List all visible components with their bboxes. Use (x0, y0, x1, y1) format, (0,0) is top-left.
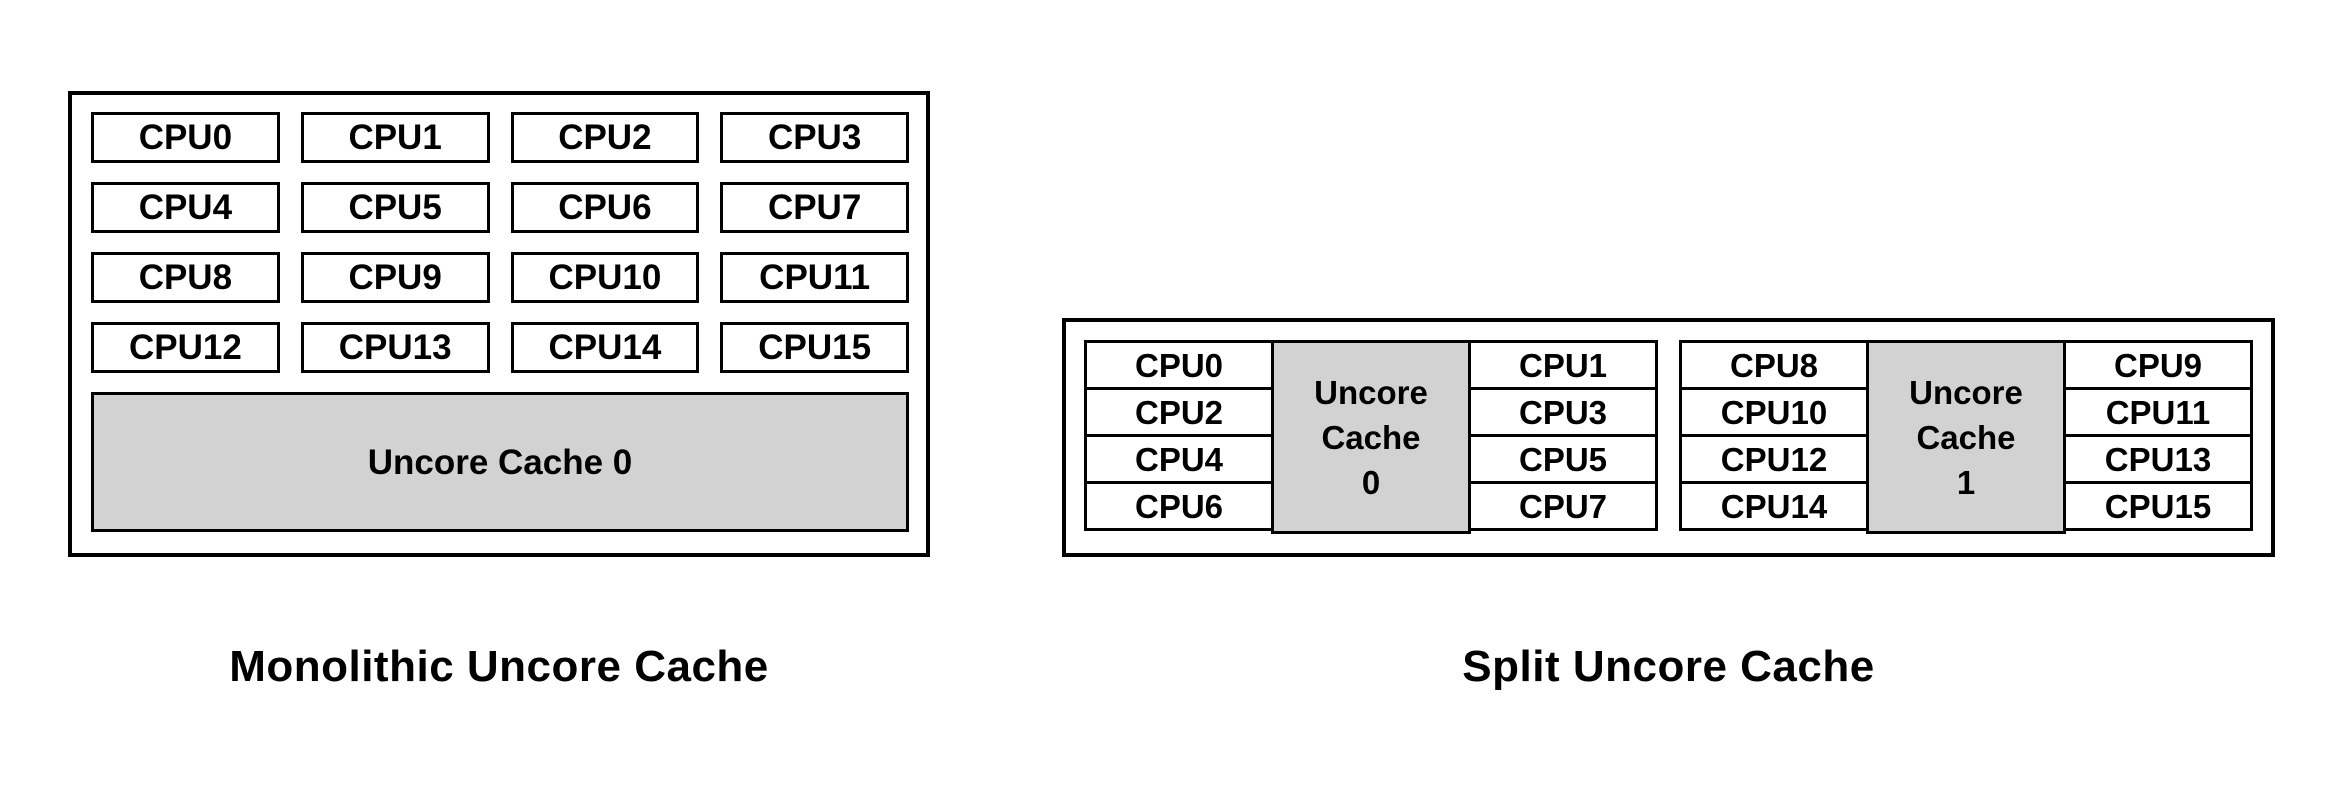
cpu-box: CPU8 (1679, 340, 1869, 390)
cpu-box: CPU0 (91, 112, 280, 163)
split-uncore-cache-1-label-line: Cache (1916, 418, 2016, 456)
monolithic-diagram-title: Monolithic Uncore Cache (229, 642, 769, 691)
split-diagram-title: Split Uncore Cache (1462, 642, 1875, 691)
cpu-box: CPU2 (1084, 387, 1274, 437)
cpu-box: CPU11 (2063, 387, 2253, 437)
cpu-box: CPU1 (300, 112, 490, 163)
cpu-box: CPU6 (1084, 481, 1274, 531)
cpu-box: CPU10 (1679, 387, 1869, 437)
cpu-box: CPU12 (1679, 434, 1869, 484)
split-uncore-cache-0-label-line: Uncore (1314, 373, 1428, 411)
cpu-box: CPU9 (300, 252, 490, 303)
split-uncore-cache-0-label-line: 0 (1361, 463, 1381, 501)
cpu-box: CPU13 (300, 322, 490, 373)
cpu-box: CPU10 (510, 252, 700, 303)
cpu-box: CPU14 (1679, 481, 1869, 531)
cpu-box: CPU5 (1468, 434, 1658, 484)
cpu-box: CPU12 (91, 322, 280, 373)
split-uncore-cache-1-label-line: 1 (1956, 463, 1976, 501)
cpu-box: CPU7 (1468, 481, 1658, 531)
cpu-box: CPU11 (720, 252, 909, 303)
cpu-box: CPU14 (510, 322, 700, 373)
cpu-box: CPU4 (1084, 434, 1274, 484)
cpu-box: CPU2 (510, 112, 700, 163)
split-uncore-cache-1-label-line: Uncore (1909, 373, 2023, 411)
monolithic-uncore-cache-label: Uncore Cache 0 (367, 442, 633, 482)
cpu-box: CPU4 (91, 182, 280, 233)
cpu-box: CPU8 (91, 252, 280, 303)
monolithic-uncore-cache-box: Uncore Cache 0 (91, 392, 909, 532)
cpu-box: CPU15 (720, 322, 909, 373)
cpu-box: CPU15 (2063, 481, 2253, 531)
cpu-box: CPU3 (1468, 387, 1658, 437)
cpu-box: CPU5 (300, 182, 490, 233)
cpu-box: CPU3 (720, 112, 909, 163)
split-uncore-cache-0-label-line: Cache (1321, 418, 1421, 456)
cpu-box: CPU1 (1468, 340, 1658, 390)
cpu-box: CPU7 (720, 182, 909, 233)
cpu-box: CPU6 (510, 182, 700, 233)
cpu-box: CPU13 (2063, 434, 2253, 484)
cpu-box: CPU0 (1084, 340, 1274, 390)
cpu-box: CPU9 (2063, 340, 2253, 390)
